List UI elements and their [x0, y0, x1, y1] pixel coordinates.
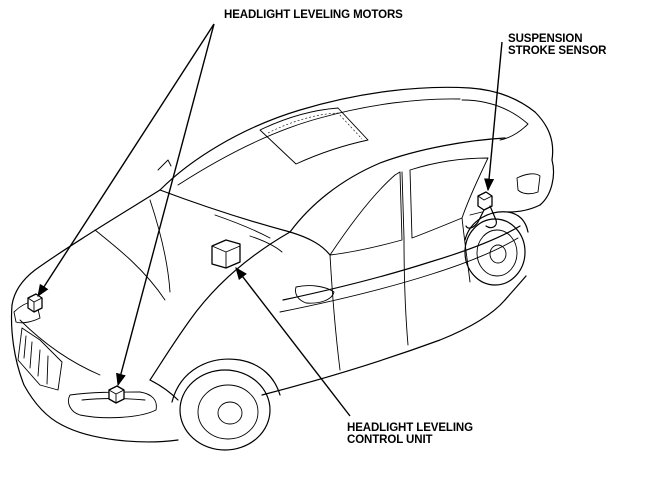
- suspension-stroke-sensor: [465, 191, 497, 229]
- leader-control-unit: [235, 267, 351, 417]
- leader-lines: [37, 23, 503, 417]
- leader-motor-left: [37, 23, 215, 298]
- leader-stroke-sensor: [484, 41, 503, 192]
- suspension-stroke-sensor-line2: STROKE SENSOR: [508, 45, 607, 57]
- headlight-leveling-motor-right: [108, 385, 125, 404]
- headlight-leveling-motors-label: HEADLIGHT LEVELING MOTORS: [224, 9, 403, 21]
- leader-motor-right: [116, 23, 215, 387]
- headlight-leveling-motors-text: HEADLIGHT LEVELING MOTORS: [224, 9, 403, 21]
- suspension-stroke-sensor-label: SUSPENSION STROKE SENSOR: [508, 33, 606, 57]
- headlight-leveling-control-unit: [211, 239, 241, 269]
- suspension-stroke-sensor-line1: SUSPENSION: [508, 33, 583, 45]
- front-wheel: [171, 358, 281, 451]
- headlight-leveling-motor-left: [27, 293, 43, 313]
- car-body: [10, 86, 555, 443]
- control-unit-line2: CONTROL UNIT: [347, 434, 433, 446]
- control-unit-label: HEADLIGHT LEVELING CONTROL UNIT: [347, 422, 473, 446]
- control-unit-line1: HEADLIGHT LEVELING: [347, 422, 473, 434]
